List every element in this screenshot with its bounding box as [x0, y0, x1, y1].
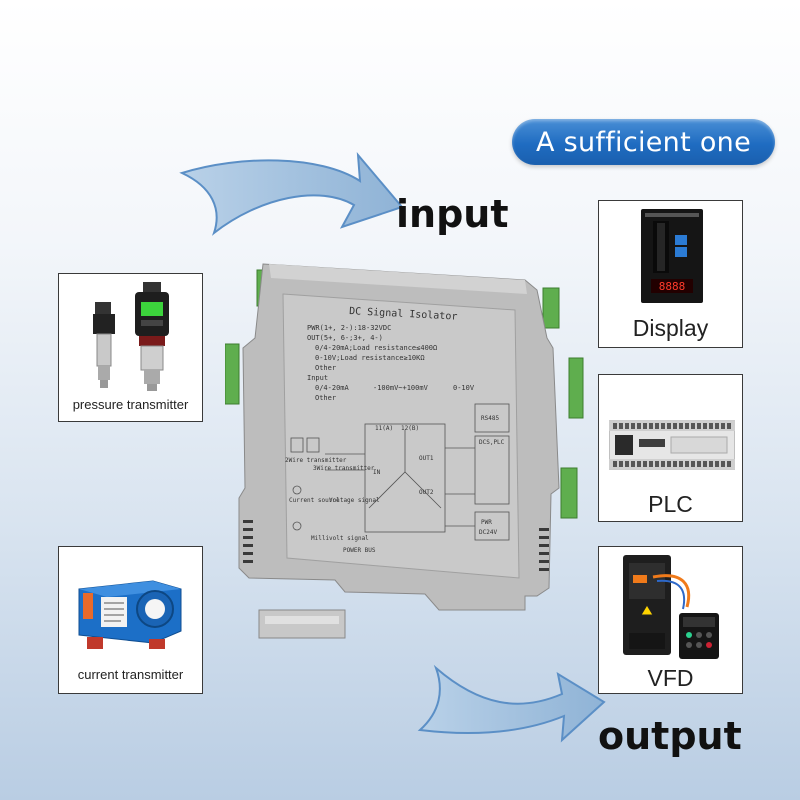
device-in-label: IN	[373, 469, 381, 476]
vfd-card: VFD	[598, 546, 743, 694]
badge-label: A sufficient one	[535, 126, 752, 158]
device-spec-out-v: 0-10V;Load resistance≥10KΩ	[315, 354, 425, 362]
pressure-transmitter-card: pressure transmitter	[58, 273, 203, 422]
pressure-transmitter-icon	[93, 282, 169, 391]
device-2wire-label: 2Wire transmitter	[285, 457, 347, 464]
bar-graph-display-icon: 8888	[641, 209, 703, 303]
device-spec-pwr: PWR(1+, 2-):18-32VDC	[307, 324, 391, 332]
input-label: input	[396, 192, 509, 236]
display-digits: 8888	[659, 280, 686, 293]
device-terminal-12: 12(B)	[401, 425, 419, 432]
pressure-transmitter-caption: pressure transmitter	[72, 397, 189, 412]
output-arrow-icon	[417, 664, 606, 743]
sufficient-badge: A sufficient one	[512, 119, 775, 165]
input-arrow-icon	[179, 151, 404, 236]
device-rs485-label: RS485	[481, 415, 499, 422]
device-terminal-11: 11(A)	[375, 425, 393, 432]
device-millivolt-label: Millivolt signal	[311, 535, 369, 542]
device-voltage-signal-label: Voltage signal	[329, 497, 380, 504]
device-pwr-label: PWR	[481, 519, 492, 526]
device-dc24v-label: DC24V	[479, 529, 497, 536]
device-out2-label: OUT2	[419, 489, 434, 496]
display-card: 8888 Display	[598, 200, 743, 348]
device-spec-in-ma: 0/4-20mA	[315, 384, 350, 392]
device-spec-out-other: Other	[315, 364, 336, 372]
device-dcs-plc-label: DCS,PLC	[479, 439, 505, 446]
device-spec-input: Input	[307, 374, 328, 382]
plc-card: PLC	[598, 374, 743, 522]
display-caption: Display	[632, 315, 709, 341]
device-spec-in-mv: -100mV~+100mV	[373, 384, 429, 392]
plc-icon	[609, 420, 735, 470]
device-3wire-label: 3Wire transmitter	[313, 465, 375, 472]
device-spec-out: OUT(5+, 6-;3+, 4-)	[307, 334, 383, 342]
device-spec-out-ma: 0/4-20mA;Load resistance≤400Ω	[315, 344, 437, 352]
device-current-source-label: Current source	[289, 497, 340, 504]
plc-caption: PLC	[648, 491, 693, 517]
vfd-icon	[623, 555, 719, 659]
dc-signal-isolator-device: DC Signal Isolator PWR(1+, 2-):18-32VDC …	[225, 263, 584, 639]
device-spec-in-v: 0-10V	[453, 384, 475, 392]
current-transmitter-icon	[78, 580, 182, 649]
current-transmitter-caption: current transmitter	[77, 667, 184, 682]
current-transmitter-card: current transmitter	[58, 546, 203, 694]
device-spec-in-other: Other	[315, 394, 336, 402]
device-out1-label: OUT1	[419, 455, 434, 462]
device-power-bus-label: POWER BUS	[343, 547, 376, 554]
output-label: output	[598, 714, 742, 758]
vfd-caption: VFD	[647, 665, 694, 691]
